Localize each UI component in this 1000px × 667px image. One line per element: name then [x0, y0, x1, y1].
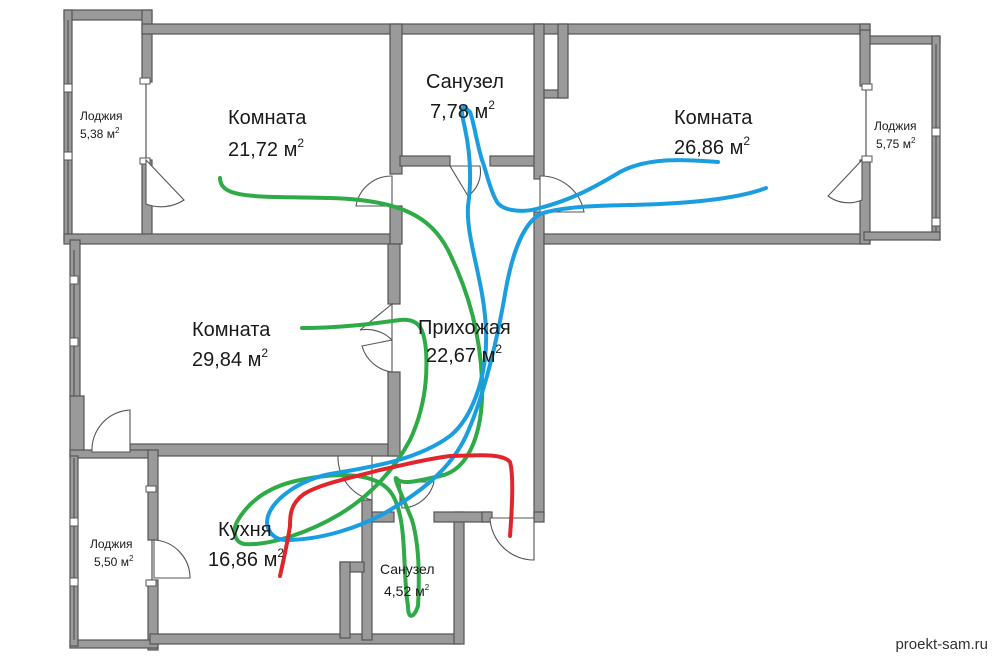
- hall-area: 22,67 м2: [426, 342, 502, 367]
- room-labels: Комната 21,72 м2 Санузел 7,78 м2 Комната…: [80, 71, 917, 599]
- watermark: proekt-sam.ru: [895, 636, 988, 653]
- blue-route: [265, 105, 768, 542]
- kitchen-name: Кухня: [218, 519, 272, 541]
- red-route: [278, 453, 515, 578]
- room-nw-name: Комната: [228, 107, 307, 129]
- room-nw-area: 21,72 м2: [228, 136, 304, 161]
- green-route: [218, 176, 485, 618]
- room-ne-name: Комната: [674, 107, 753, 129]
- kitchen-area: 16,86 м2: [208, 546, 284, 571]
- room-ne-area: 26,86 м2: [674, 134, 750, 159]
- room-w-area: 29,84 м2: [192, 346, 268, 371]
- bath-top-name: Санузел: [426, 71, 504, 93]
- bath-bottom-name: Санузел: [380, 561, 435, 577]
- room-w-name: Комната: [192, 319, 271, 341]
- loggia-sw-name: Лоджия: [90, 537, 133, 551]
- doors: [91, 158, 863, 579]
- loggia-e-area: 5,75 м2: [876, 136, 916, 151]
- loggia-nw-area: 5,38 м2: [80, 126, 120, 141]
- loggia-sw-area: 5,50 м2: [94, 554, 134, 569]
- loggia-nw-name: Лоджия: [80, 109, 123, 123]
- loggia-e-name: Лоджия: [874, 119, 917, 133]
- bath-bottom-area: 4,52 м2: [384, 583, 430, 599]
- hall-name: Прихожая: [418, 317, 511, 339]
- bath-top-area: 7,78 м2: [430, 98, 495, 123]
- windows: [63, 20, 941, 640]
- pipe-routes: [218, 105, 768, 618]
